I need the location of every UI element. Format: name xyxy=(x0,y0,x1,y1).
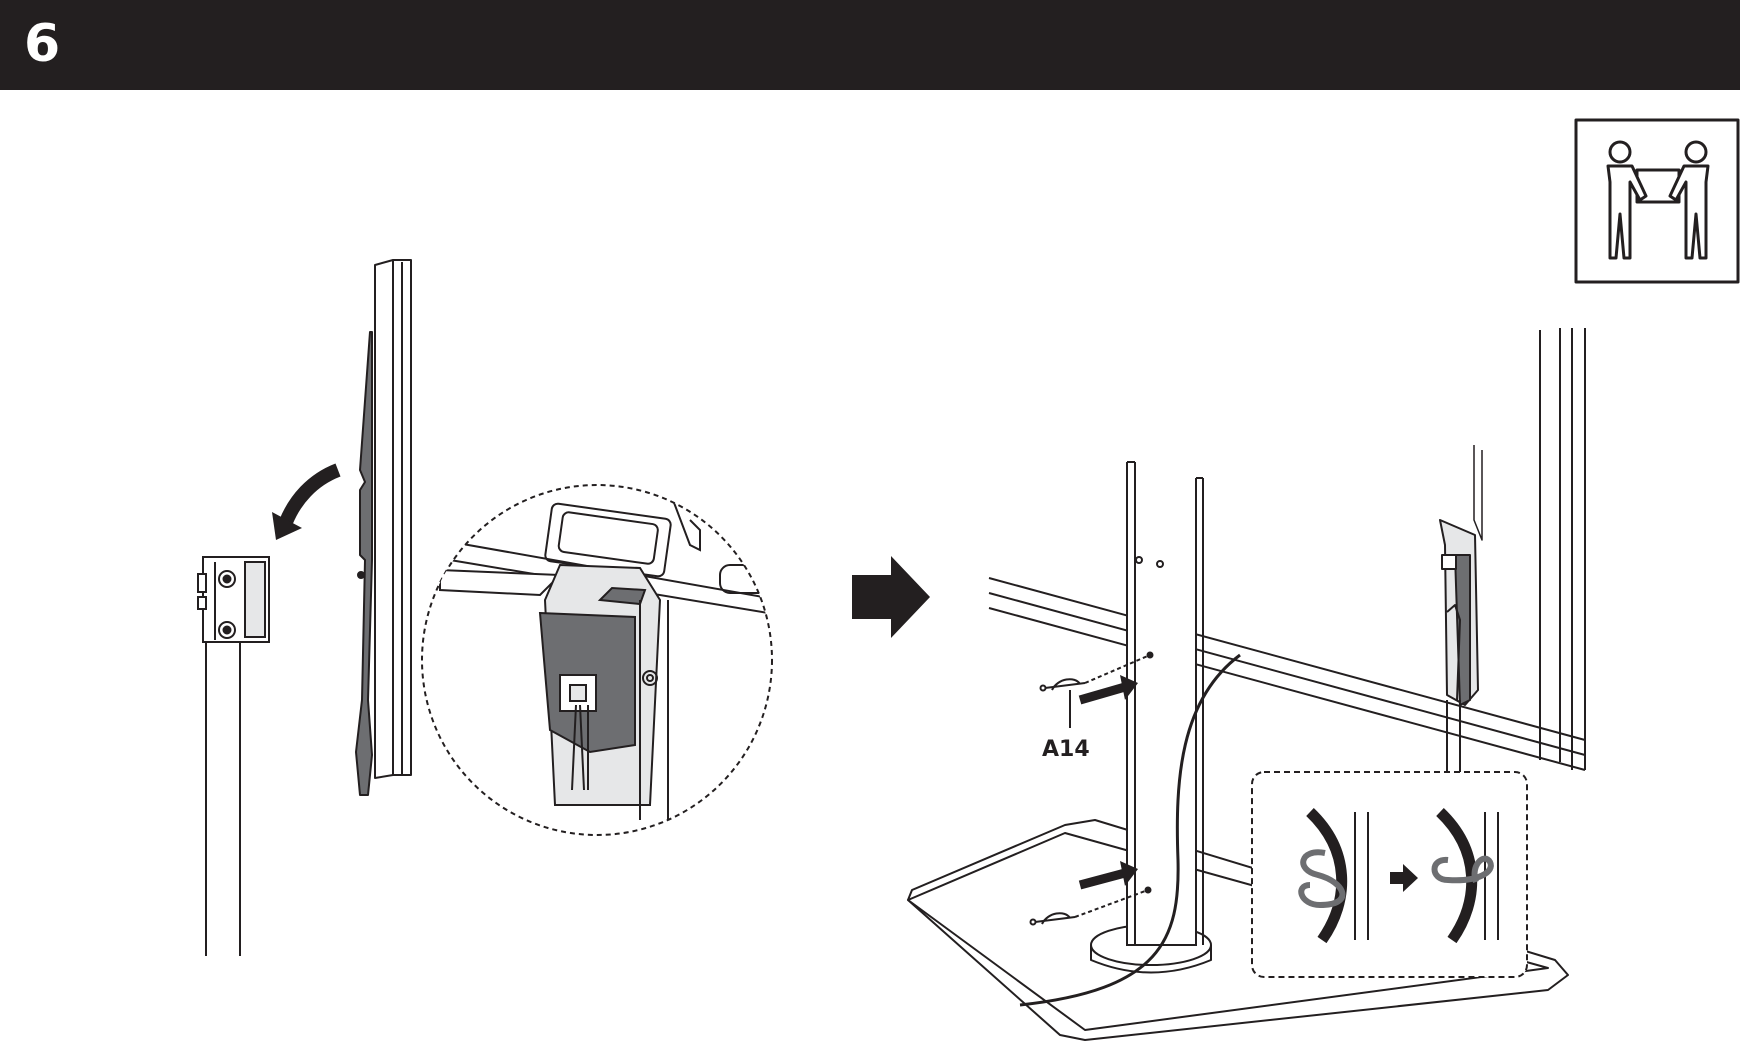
step-header-bar: 6 xyxy=(0,0,1740,90)
step-number: 6 xyxy=(24,14,61,74)
right-arrow-icon xyxy=(852,556,930,638)
cable-clip-a14-lower xyxy=(1029,889,1149,926)
cable-clip-a14 xyxy=(1039,654,1151,728)
tv-panel-back-view xyxy=(988,328,1586,780)
clip-wrap-detail xyxy=(1251,771,1528,978)
curved-arrow-icon xyxy=(272,463,341,540)
tv-panel-side-view xyxy=(355,259,412,796)
stand-column xyxy=(1126,461,1204,946)
bracket-detail-circle xyxy=(421,484,773,836)
two-person-lift-icon xyxy=(1574,118,1740,284)
part-label-a14: A14 xyxy=(1042,737,1090,762)
insert-arrow-icon xyxy=(1078,675,1138,890)
power-cable xyxy=(1019,653,1241,1007)
stand-pole-side xyxy=(197,556,270,956)
